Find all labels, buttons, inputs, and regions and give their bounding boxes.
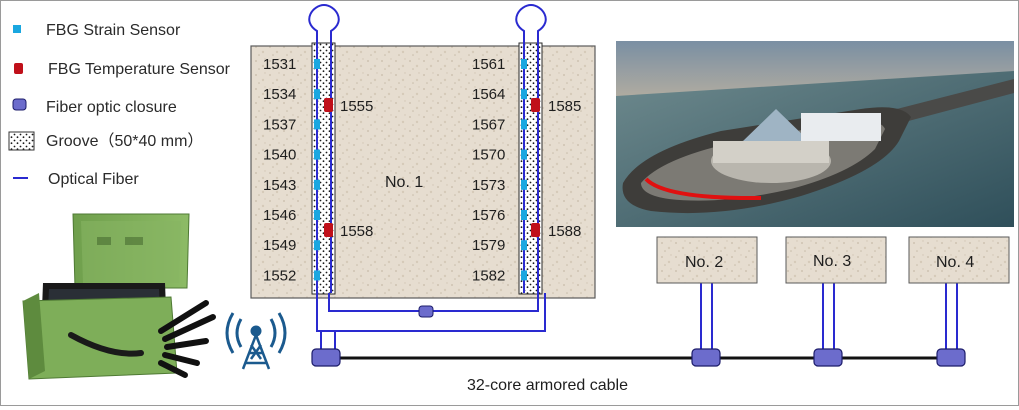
strain-sensor-1579 (521, 240, 527, 251)
strain-sensor-1543 (314, 179, 320, 190)
panel-title: No. 1 (385, 174, 423, 191)
strain-label-1567: 1567 (472, 116, 505, 133)
strain-label-1540: 1540 (263, 147, 296, 164)
strain-sensor-1582 (521, 270, 527, 281)
legend: FBG Strain Sensor FBG Temperature Sensor… (8, 22, 231, 188)
legend-label-closure: Fiber optic closure (46, 99, 177, 116)
sensor-label-layer: 1531 1534 1537 1540 1543 1546 1549 1552 1555 1558… (263, 56, 581, 284)
strain-sensor-1564 (521, 89, 527, 100)
closure-no3 (813, 348, 843, 367)
strain-label-1576: 1576 (472, 207, 505, 224)
fbg-interrogator-image (22, 213, 216, 380)
strain-sensor-1531 (314, 59, 320, 69)
cable-label: 32-core armored cable (467, 377, 628, 394)
strain-sensor-1561 (521, 59, 527, 69)
strain-sensor-1540 (314, 149, 320, 160)
station-label-2: No. 2 (685, 254, 723, 271)
closure-no4 (936, 348, 966, 367)
strain-sensor-1546 (314, 210, 320, 220)
strain-label-1534: 1534 (263, 86, 296, 103)
strain-label-1582: 1582 (472, 267, 505, 284)
concrete-panel: No. 1 (250, 45, 596, 299)
temperature-sensor-1585 (531, 98, 540, 112)
temperature-label-1585: 1585 (548, 98, 581, 115)
strain-sensor-swatch (13, 25, 21, 33)
station-label-3: No. 3 (813, 253, 851, 270)
sensor-layer (314, 59, 540, 281)
strain-sensor-1537 (314, 119, 320, 130)
groove-swatch (8, 131, 35, 151)
wireless-tower-icon (225, 312, 287, 370)
strain-label-1561: 1561 (472, 56, 505, 73)
temperature-label-1588: 1588 (548, 223, 581, 240)
closure-no2 (691, 348, 721, 367)
strain-sensor-1576 (521, 210, 527, 220)
strain-sensor-1534 (314, 89, 320, 100)
strain-sensor-1552 (314, 270, 320, 281)
strain-label-1570: 1570 (472, 147, 505, 164)
strain-sensor-1573 (521, 179, 527, 190)
temperature-sensor-1558 (324, 223, 333, 237)
temperature-sensor-1588 (531, 223, 540, 237)
strain-label-1564: 1564 (472, 86, 505, 103)
strain-sensor-1567 (521, 119, 527, 130)
temperature-label-1555: 1555 (340, 98, 373, 115)
bridge-island-photo (616, 41, 1014, 227)
strain-label-1573: 1573 (472, 177, 505, 194)
strain-label-1552: 1552 (263, 267, 296, 284)
strain-sensor-1549 (314, 240, 320, 251)
strain-label-1531: 1531 (263, 56, 296, 73)
temperature-sensor-1555 (324, 98, 333, 112)
station-label-4: No. 4 (936, 254, 974, 271)
closure-panel (418, 305, 434, 318)
station-box-4 (908, 236, 1010, 284)
strain-label-1579: 1579 (472, 237, 505, 254)
strain-label-1546: 1546 (263, 207, 296, 224)
closure-no1 (311, 348, 341, 367)
legend-label-temperature: FBG Temperature Sensor (48, 61, 231, 78)
stations: No. 2 No. 3 No. 4 (656, 236, 1010, 284)
strain-label-1549: 1549 (263, 237, 296, 254)
legend-label-groove: Groove（50*40 mm） (46, 132, 203, 150)
legend-label-strain: FBG Strain Sensor (46, 22, 181, 39)
legend-label-fiber: Optical Fiber (48, 171, 139, 188)
temperature-label-1558: 1558 (340, 223, 373, 240)
station-box-3 (785, 236, 887, 284)
strain-label-1543: 1543 (263, 177, 296, 194)
strain-sensor-1570 (521, 149, 527, 160)
station-box-2 (656, 236, 758, 284)
closure-swatch (12, 98, 27, 111)
temperature-sensor-swatch (14, 63, 23, 74)
strain-label-1537: 1537 (263, 116, 296, 133)
